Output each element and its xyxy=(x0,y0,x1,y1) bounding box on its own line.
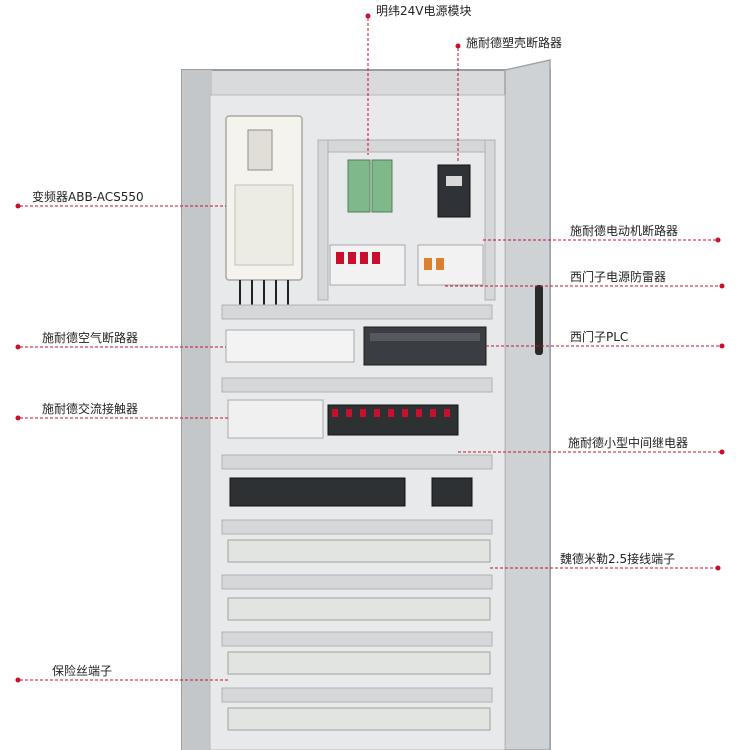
wire-duct-row-6 xyxy=(221,631,493,647)
wire-duct-row-4 xyxy=(221,519,493,535)
callout-dots xyxy=(15,13,725,683)
contactor-row xyxy=(227,399,324,439)
relay-row-2b xyxy=(431,477,473,507)
label-psu-24v: 明纬24V电源模块 xyxy=(376,4,472,18)
label-fuse-terminal: 保险丝端子 xyxy=(52,664,113,678)
label-mini-relay: 施耐德小型中间继电器 xyxy=(568,436,689,450)
label-plc: 西门子PLC xyxy=(570,330,629,344)
wire-duct-row-2 xyxy=(221,377,493,393)
label-motor-breaker: 施耐德电动机断路器 xyxy=(570,224,679,238)
wire-duct-row-1 xyxy=(221,304,493,320)
vfd-cables xyxy=(239,280,289,305)
plc-unit xyxy=(363,326,487,366)
psu-module-2 xyxy=(371,159,393,213)
label-vfd: 变频器ABB-ACS550 xyxy=(32,190,144,204)
plc-io-strip xyxy=(370,333,480,341)
door-handle xyxy=(535,285,543,355)
label-surge-protector: 西门子电源防雷器 xyxy=(570,270,667,284)
label-air-breaker: 施耐德空气断路器 xyxy=(42,331,139,345)
wire-duct-right xyxy=(484,139,496,301)
wire-duct-left xyxy=(317,139,329,301)
vfd-panel xyxy=(247,129,273,171)
label-mccb: 施耐德塑壳断路器 xyxy=(466,36,563,50)
motor-breaker-row xyxy=(329,244,484,286)
label-ac-contactor: 施耐德交流接触器 xyxy=(42,402,139,416)
label-terminal-block: 魏德米勒2.5接线端子 xyxy=(560,552,676,566)
wire-duct-row-5 xyxy=(221,574,493,590)
terminal-rail-2 xyxy=(227,597,491,621)
callout-lines xyxy=(20,18,720,681)
mini-relay-row xyxy=(327,404,459,436)
cabinet-left-wall xyxy=(182,70,212,750)
wire-duct-row-3 xyxy=(221,454,493,470)
vfd-vent xyxy=(234,184,294,266)
relay-row-2 xyxy=(229,477,406,507)
wire-duct-top xyxy=(317,139,494,153)
mccb-unit xyxy=(437,164,471,218)
terminal-rail-1 xyxy=(227,539,491,563)
terminal-rail-4 xyxy=(227,707,491,731)
psu-module-1 xyxy=(347,159,371,213)
terminal-rail-3 xyxy=(227,651,491,675)
mccb-label xyxy=(446,176,462,186)
wire-duct-row-7 xyxy=(221,687,493,703)
air-breaker-row xyxy=(225,329,355,363)
cabinet-right-door xyxy=(504,59,551,750)
